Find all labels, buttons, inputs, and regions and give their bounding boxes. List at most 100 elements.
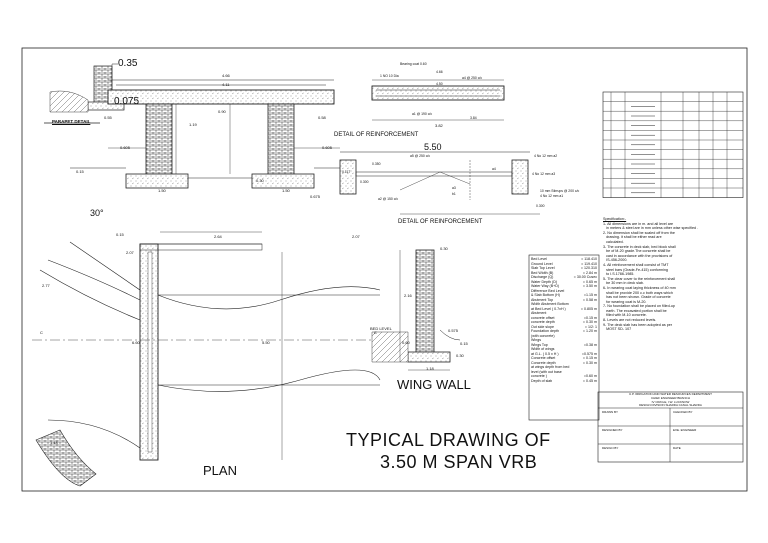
level-label: Depth of slab bbox=[531, 378, 553, 383]
detail2-label-2: 0.350 bbox=[372, 162, 381, 166]
level-value: = 0.45 m bbox=[582, 378, 597, 383]
tb-exe-engineer: EXE. ENGINEER bbox=[673, 428, 697, 432]
level-row: Water Way (B+D)= 3.50 m bbox=[531, 284, 597, 289]
level-row: Water Depth (D)= 0.65 m bbox=[531, 280, 597, 285]
spec-item: IS-456-2000. bbox=[603, 258, 628, 263]
level-label: Wings bbox=[531, 338, 541, 342]
level-label: Abutment Top bbox=[531, 297, 554, 302]
level-row: Foundation depth= 1.20 m bbox=[531, 329, 597, 334]
drawing-title-line1: TYPICAL DRAWING OF bbox=[346, 430, 551, 450]
detail2-label-5: 4 No 12 mm a2 bbox=[534, 154, 558, 158]
wingwall-dim-6: 1.18 bbox=[426, 366, 434, 371]
tb-date: DATE bbox=[673, 446, 681, 450]
level-value: = 0.805 m bbox=[580, 306, 597, 311]
wingwall-dim-2: 0.60 bbox=[402, 340, 410, 345]
plan-dim-0: 2.64 bbox=[214, 234, 222, 239]
level-row: Wings Top=0.38 m bbox=[531, 343, 597, 348]
rebar-top-6: 3.84 bbox=[470, 116, 477, 120]
spec-item: 6- In wearing coat laying thickness of 4… bbox=[603, 285, 676, 290]
spec-item: calculated. bbox=[603, 239, 624, 244]
spec-item: 7- No foundation shall be placed on fill… bbox=[603, 304, 675, 309]
titleblock-org: U.P. IRRIGATION AND WATER RESOURCES DEPA… bbox=[600, 392, 741, 408]
wingwall-dim-3: 0.575 bbox=[448, 328, 459, 333]
plan-dim-7: 1.18 bbox=[50, 440, 58, 445]
level-row: at wings depth from bed bbox=[531, 365, 597, 370]
level-row: Width of wings bbox=[531, 347, 597, 352]
wingwall-dim-5: 0.30 bbox=[456, 353, 464, 358]
level-row: Depth of slab = 0.45 m bbox=[531, 379, 597, 384]
level-label: Concrete depth bbox=[531, 360, 556, 365]
level-label: Discharge (Q) bbox=[531, 275, 554, 279]
spec-item: drawing. it shall be either read are bbox=[603, 235, 662, 240]
level-row: (with concrete) bbox=[531, 334, 597, 339]
level-row: Slab Top Level= 120.310 bbox=[531, 266, 597, 271]
plan-view bbox=[32, 231, 381, 487]
section-dim-4: 1.19 bbox=[189, 122, 197, 127]
rebar-top-3: a1 @ 190 c/c bbox=[412, 112, 433, 116]
detail2-label-3: 0.300 bbox=[360, 180, 369, 184]
spec-item: shall be provide 200 c.c both ways which bbox=[603, 290, 673, 295]
level-value: = 0.65 m bbox=[582, 279, 597, 284]
spec-item: 5- The clear cover to the reinforcement … bbox=[603, 276, 676, 281]
level-value: = 119.410 bbox=[581, 261, 597, 266]
section-title: DETAIL OF REINFORCEMENT bbox=[334, 132, 419, 138]
spec-item: 2- No dimension shall be scaled off from… bbox=[603, 230, 675, 235]
level-row: Width Abutment Bottom bbox=[531, 302, 597, 307]
reinforcement-detail-top bbox=[371, 79, 505, 121]
detail2-label-8: 4 No 12 mm a1 bbox=[540, 194, 564, 198]
detail2-label-9: 0.300 bbox=[536, 204, 545, 208]
section-dim-1: 4.11 bbox=[222, 82, 230, 87]
titleblock-org-line: DESIGN DIVISION SHARDA CANAL SHARDA bbox=[639, 403, 702, 408]
plan-c-right: C bbox=[374, 330, 377, 335]
rebar-top-1: 1 NO 10 Dia bbox=[380, 74, 399, 78]
level-label: Foundation depth bbox=[531, 329, 559, 333]
level-row: level (with out base bbox=[531, 370, 597, 375]
level-label: Difference Bed Level bbox=[531, 288, 565, 293]
bar-schedule-table bbox=[602, 91, 744, 198]
level-label: Width of wings bbox=[531, 347, 555, 351]
tb-designed-by: DESIGNED BY bbox=[602, 428, 623, 432]
spec-item: MOST SD- 107 bbox=[603, 327, 632, 332]
plan-dim-1: 2.07 bbox=[352, 234, 360, 239]
spec-item: 1- All dimensions are in m. and all leve… bbox=[603, 221, 674, 226]
level-label: concrete depth bbox=[531, 320, 555, 324]
section-dim-6: 0.605 bbox=[120, 145, 131, 150]
level-label: Bed Width (B) bbox=[531, 270, 554, 275]
detail2-label-0: a5 @ 250 c/c bbox=[410, 154, 431, 158]
level-row: Concrete offset= 0.15 m bbox=[531, 356, 597, 361]
plan-dim-2: 0.15 bbox=[116, 232, 124, 237]
spec-item: be 30 mm in deck slab. bbox=[603, 281, 644, 286]
titleblock-org-line: U.P. IRRIGATION AND WATER RESOURCES DEPA… bbox=[629, 392, 712, 396]
spec-item: 4- All reinforcement shall consist of TM… bbox=[603, 262, 669, 267]
level-label: at G.L. ( 0.5 x H ) bbox=[531, 351, 559, 356]
level-label: concrete offset bbox=[531, 315, 555, 320]
spec-item: filled with M-10 concrete. bbox=[603, 313, 647, 318]
plan-c-left: C bbox=[40, 330, 43, 335]
level-label: level (with out base bbox=[531, 369, 562, 374]
level-value: = 30.00 Cusec bbox=[573, 275, 597, 279]
level-row: Discharge (Q) = 30.00 Cusec bbox=[531, 275, 597, 280]
level-row: Ground Level = 119.410 bbox=[531, 262, 597, 267]
drawing-title-line2: 3.50 M SPAN VRB bbox=[380, 452, 538, 472]
wingwall-dim-4: 0.15 bbox=[460, 341, 468, 346]
section-dim-9: 1.50 bbox=[158, 188, 166, 193]
tb-drawn-by: DRAWN BY bbox=[602, 410, 619, 414]
level-value: =0.60 m bbox=[583, 374, 597, 378]
level-row: Abutment bbox=[531, 311, 597, 316]
plan-dim-5: 6.60 bbox=[132, 340, 140, 345]
section-dim-5: 0.58 bbox=[318, 115, 326, 120]
rebar-top-4: 4.66 bbox=[436, 70, 443, 74]
level-label: Ground Level bbox=[531, 261, 553, 266]
section-dim-8: 0.15 bbox=[76, 169, 84, 174]
level-value: =0.15 m bbox=[583, 315, 597, 320]
section-dim-0: 4.66 bbox=[222, 73, 230, 78]
spec-item: be of M-20 grade.The concrete shall be bbox=[603, 249, 671, 254]
level-row: Bed Level= 118.410 bbox=[531, 257, 597, 262]
spec-item: cast in accordance with the provisions o… bbox=[603, 253, 673, 258]
level-label: Concrete offset bbox=[531, 356, 556, 360]
level-label: (with concrete) bbox=[531, 333, 555, 338]
section-dim-12: 0.675 bbox=[310, 194, 321, 199]
section-dim-3: 0.90 bbox=[218, 109, 226, 114]
rebar-top-5: 4.50 bbox=[436, 82, 443, 86]
